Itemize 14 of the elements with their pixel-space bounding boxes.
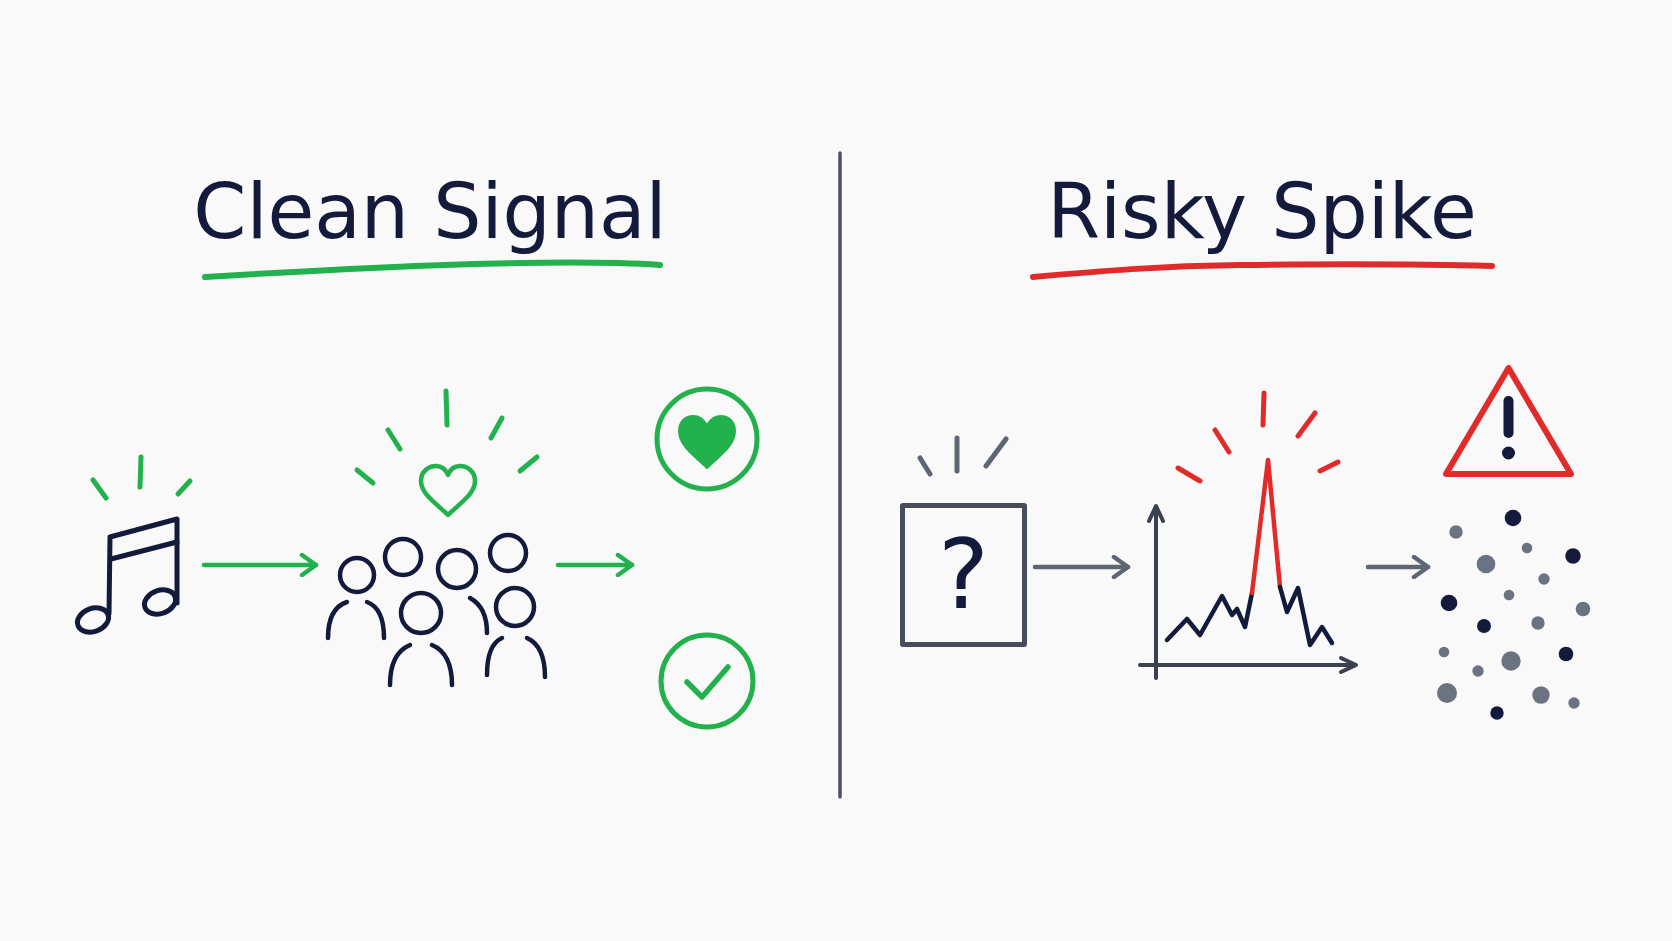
panel-heading: Risky Spike (1047, 166, 1477, 257)
people-group-icon (324, 386, 550, 688)
warning-icon (1442, 364, 1575, 478)
arrow (1032, 554, 1131, 580)
arrow (201, 552, 319, 578)
panel-heading: Clean Signal (193, 166, 667, 257)
question-mark: ? (938, 525, 989, 625)
line-chart-icon (1136, 388, 1360, 681)
heart-circle-icon (654, 386, 760, 492)
question-box (900, 503, 1027, 647)
arrow (555, 552, 635, 578)
check-circle-icon (658, 632, 756, 730)
scattered-dots-icon (1436, 509, 1592, 721)
arrow (1365, 554, 1431, 580)
